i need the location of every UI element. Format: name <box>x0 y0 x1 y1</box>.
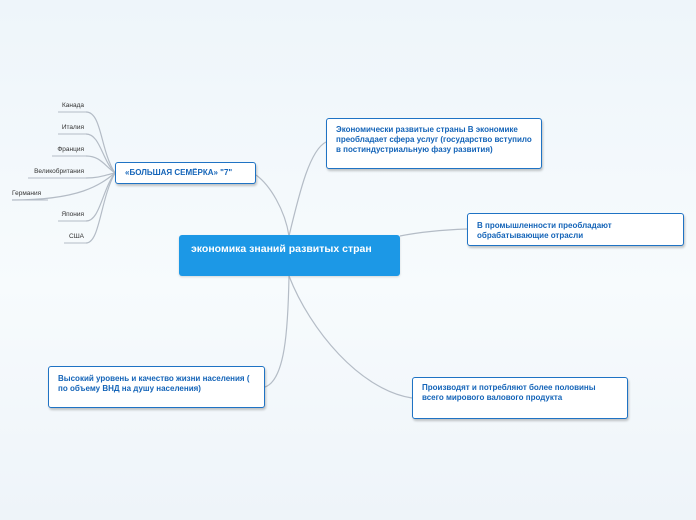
central-topic-label: экономика знаний развитых стран <box>191 243 372 255</box>
connector-g7-canada <box>85 111 116 174</box>
connector-g7-usa <box>85 172 116 244</box>
connector-g7-germany <box>11 172 116 201</box>
subtopic-uk[interactable]: Великобритания <box>34 168 84 175</box>
topic-big-seven-label: «БОЛЬШАЯ СЕМЁРКА» "7" <box>125 168 233 177</box>
topic-living-standards[interactable]: Высокий уровень и качество жизни населен… <box>48 366 265 408</box>
subtopic-canada[interactable]: Канада <box>61 102 84 109</box>
connector-g7-italy <box>85 133 116 174</box>
topic-manufacturing-label: В промышленности преобладают обрабатываю… <box>477 221 612 240</box>
connector-central-services <box>288 141 327 237</box>
central-topic[interactable]: экономика знаний развитых стран <box>179 235 400 276</box>
subtopic-italy[interactable]: Италия <box>61 124 84 131</box>
topic-big-seven[interactable]: «БОЛЬШАЯ СЕМЁРКА» "7" <box>115 162 256 184</box>
subtopic-germany[interactable]: Германия <box>12 190 42 197</box>
topic-world-gdp-share-label: Производят и потребляют более половины в… <box>422 383 596 402</box>
topic-living-standards-label: Высокий уровень и качество жизни населен… <box>58 374 250 393</box>
connector-g7-uk <box>85 172 116 179</box>
connector-central-g7 <box>255 174 290 237</box>
connector-central-production <box>288 275 413 399</box>
topic-services-sector[interactable]: Экономически развитые страны В экономике… <box>326 118 542 169</box>
connector-g7-japan <box>85 172 116 222</box>
connector-central-industry <box>399 228 468 237</box>
connector-g7-france <box>85 155 116 174</box>
subtopic-usa[interactable]: США <box>69 233 84 240</box>
topic-world-gdp-share[interactable]: Производят и потребляют более половины в… <box>412 377 628 419</box>
subtopic-japan[interactable]: Япония <box>61 211 84 218</box>
subtopic-france[interactable]: Франция <box>57 146 84 153</box>
topic-manufacturing[interactable]: В промышленности преобладают обрабатываю… <box>467 213 684 246</box>
topic-services-sector-label: Экономически развитые страны В экономике… <box>336 125 532 154</box>
connector-central-living <box>264 275 290 388</box>
